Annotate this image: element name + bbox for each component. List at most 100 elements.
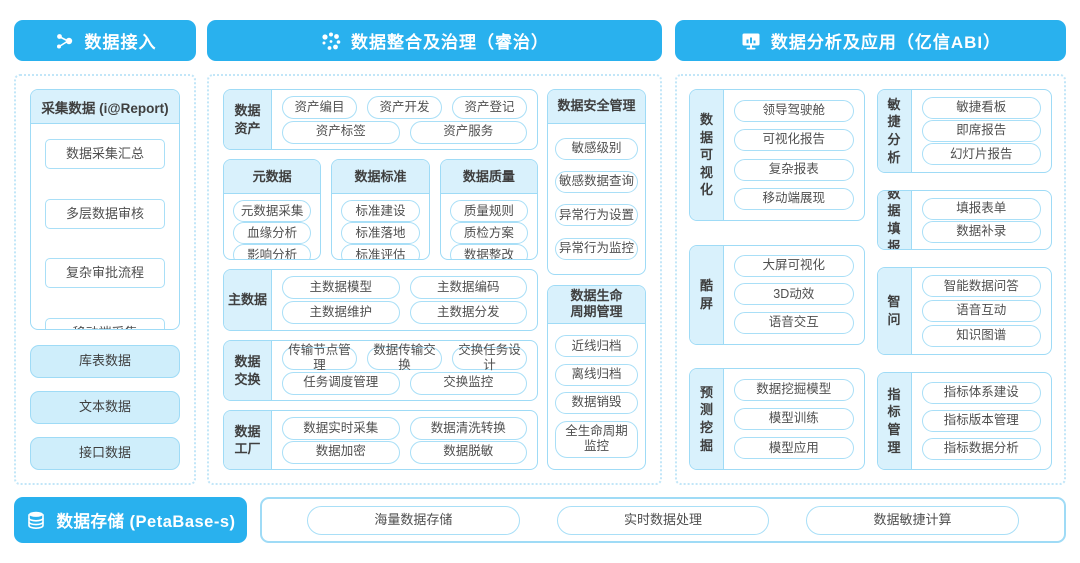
module-chip: 指标数据分析 xyxy=(921,438,1041,460)
module-chip: 领导驾驶舱 xyxy=(734,99,854,122)
governance-header: 数据整合及治理（睿治） xyxy=(207,20,662,61)
module-chip: 语音互动 xyxy=(921,299,1041,322)
governance-panel: 数据 资产 资产编目 资产开发 资产登记 资产标签 资产服务 xyxy=(207,74,662,485)
group-data-asset: 数据 资产 资产编目 资产开发 资产登记 资产标签 资产服务 xyxy=(223,89,538,151)
module-chip: 任务调度管理 xyxy=(282,371,400,395)
collect-data-card-title: 采集数据 (i@Report) xyxy=(31,90,179,124)
group-label: 主数据 xyxy=(224,270,272,330)
collect-data-card: 采集数据 (i@Report) 数据采集汇总 多层数据审核 复杂审批流程 移动端… xyxy=(30,89,180,330)
analysis-panel: 数据可视化 领导驾驶舱 可视化报告 复杂报表 移动端展现 酷屏 大屏可视化 3D… xyxy=(675,74,1066,485)
module-chip: 敏感级别 xyxy=(555,137,638,160)
share-nodes-icon xyxy=(56,33,72,48)
module-chip: 数据脱敏 xyxy=(409,440,527,464)
group-label: 数据 工厂 xyxy=(224,411,272,470)
module-chip: 多层数据审核 xyxy=(45,198,165,229)
analysis-header-label: 数据分析及应用（亿信ABI） xyxy=(770,33,1002,52)
group-data-exchange: 数据 交换 传输节点管理 数据传输交换 交换任务设计 任务调度管理 交换监控 xyxy=(223,339,538,402)
module-chip: 主数据模型 xyxy=(282,276,400,300)
module-chip: 填报表单 xyxy=(921,197,1041,220)
group-smart-qa: 智问 智能数据问答 语音互动 知识图谱 xyxy=(876,267,1052,355)
module-chip: 3D动效 xyxy=(734,283,854,306)
module-chip: 模型训练 xyxy=(734,407,854,430)
module-chip: 数据实时采集 xyxy=(282,416,400,440)
group-cool-screen: 酷屏 大屏可视化 3D动效 语音交互 xyxy=(689,244,865,345)
database-icon xyxy=(28,511,45,530)
collect-data-card-body: 数据采集汇总 多层数据审核 复杂审批流程 移动端采集 xyxy=(31,124,179,329)
module-chip: 复杂报表 xyxy=(734,158,854,181)
governance-column: 数据整合及治理（睿治） 数据 资产 资产编目 资产开发 资产登记 资产标签 资产… xyxy=(207,20,662,485)
group-label: 指标管理 xyxy=(877,373,912,469)
module-chip: 数据补录 xyxy=(921,220,1041,243)
group-data-security: 数据安全管理 敏感级别 敏感数据查询 异常行为设置 异常行为监控 xyxy=(547,89,646,275)
data-access-panel: 采集数据 (i@Report) 数据采集汇总 多层数据审核 复杂审批流程 移动端… xyxy=(14,74,196,485)
module-chip: 移动端展现 xyxy=(734,188,854,211)
module-chip: 移动端采集 xyxy=(45,317,165,329)
module-chip: 数据挖掘模型 xyxy=(734,378,854,401)
group-label: 数据 资产 xyxy=(224,90,272,150)
group-title: 数据标准 xyxy=(332,160,429,195)
module-chip: 数据整改 xyxy=(449,244,528,260)
module-chip: 可视化报告 xyxy=(734,129,854,152)
module-chip: 模型应用 xyxy=(734,437,854,460)
group-master-data: 主数据 主数据模型 主数据编码 主数据维护 主数据分发 xyxy=(223,269,538,331)
group-label: 酷屏 xyxy=(690,245,724,344)
group-label: 敏捷分析 xyxy=(877,90,912,172)
module-chip: 质量规则 xyxy=(449,200,528,223)
governance-side-area: 数据安全管理 敏感级别 敏感数据查询 异常行为设置 异常行为监控 数据生命 周期… xyxy=(547,89,646,470)
module-chip: 标准建设 xyxy=(341,200,420,223)
group-label: 预测挖掘 xyxy=(690,369,724,469)
module-chip: 数据加密 xyxy=(282,440,400,464)
module-chip: 质检方案 xyxy=(449,222,528,245)
storage-header: 数据存储 (PetaBase-s) xyxy=(14,497,247,543)
group-predictive-mining: 预测挖掘 数据挖掘模型 模型训练 模型应用 xyxy=(689,368,865,470)
module-chip: 血缘分析 xyxy=(233,222,312,245)
module-chip: 标准评估 xyxy=(341,244,420,260)
group-data-visualization: 数据可视化 领导驾驶舱 可视化报告 复杂报表 移动端展现 xyxy=(689,89,865,221)
module-chip: 指标版本管理 xyxy=(921,410,1041,432)
module-chip: 主数据分发 xyxy=(409,301,527,325)
group-data-lifecycle: 数据生命 周期管理 近线归档 离线归档 数据销毁 全生命周期 监控 xyxy=(547,284,646,470)
storage-panel: 海量数据存储 实时数据处理 数据敏捷计算 xyxy=(260,497,1066,543)
module-chip: 即席报告 xyxy=(921,119,1041,142)
module-chip: 指标体系建设 xyxy=(921,382,1041,404)
group-label: 数据可视化 xyxy=(690,90,724,220)
data-source-chip: 文本数据 xyxy=(30,391,180,424)
data-source-chip: 接口数据 xyxy=(30,437,180,470)
group-title: 数据安全管理 xyxy=(548,90,645,124)
module-chip: 敏捷看板 xyxy=(921,96,1041,119)
module-chip: 数据销毁 xyxy=(555,392,638,415)
module-chip: 资产编目 xyxy=(282,95,357,119)
module-chip: 近线归档 xyxy=(555,335,638,358)
module-chip: 资产登记 xyxy=(452,95,527,119)
group-data-factory: 数据 工厂 数据实时采集 数据清洗转换 数据加密 数据脱敏 xyxy=(223,410,538,471)
group-agile-analysis: 敏捷分析 敏捷看板 即席报告 幻灯片报告 xyxy=(876,89,1052,173)
data-access-column: 数据接入 采集数据 (i@Report) 数据采集汇总 多层数据审核 复杂审批流… xyxy=(14,20,196,485)
module-chip: 主数据维护 xyxy=(282,301,400,325)
module-chip: 交换监控 xyxy=(409,371,527,395)
module-chip: 实时数据处理 xyxy=(556,505,770,535)
group-data-standard: 数据标准 标准建设 标准落地 标准评估 xyxy=(331,159,430,261)
module-chip: 数据清洗转换 xyxy=(409,416,527,440)
dots-cluster-icon xyxy=(322,32,341,50)
module-chip: 语音交互 xyxy=(734,312,854,335)
group-title: 数据生命 周期管理 xyxy=(548,285,645,325)
governance-header-label: 数据整合及治理（睿治） xyxy=(351,33,549,52)
module-chip: 幻灯片报告 xyxy=(921,143,1041,166)
module-chip: 标准落地 xyxy=(341,222,420,245)
data-access-header: 数据接入 xyxy=(14,20,196,61)
module-chip: 元数据采集 xyxy=(233,200,312,223)
group-label: 智问 xyxy=(877,268,912,354)
module-chip: 数据传输交换 xyxy=(367,343,442,372)
module-chip: 主数据编码 xyxy=(409,276,527,300)
module-chip: 知识图谱 xyxy=(921,324,1041,347)
group-data-filling: 数据填报 填报表单 数据补录 xyxy=(876,190,1052,250)
storage-header-label: 数据存储 (PetaBase-s) xyxy=(56,513,236,531)
module-chip: 复杂审批流程 xyxy=(45,258,165,289)
module-chip: 影响分析 xyxy=(233,244,312,260)
module-chip: 资产开发 xyxy=(367,95,442,119)
governance-trio-row: 元数据 元数据采集 血缘分析 影响分析 数据标准 标准建设 标准落地 标准评估 xyxy=(223,159,538,261)
module-chip: 异常行为监控 xyxy=(555,237,638,260)
monitor-chart-icon xyxy=(742,33,760,49)
data-access-header-label: 数据接入 xyxy=(84,33,157,52)
